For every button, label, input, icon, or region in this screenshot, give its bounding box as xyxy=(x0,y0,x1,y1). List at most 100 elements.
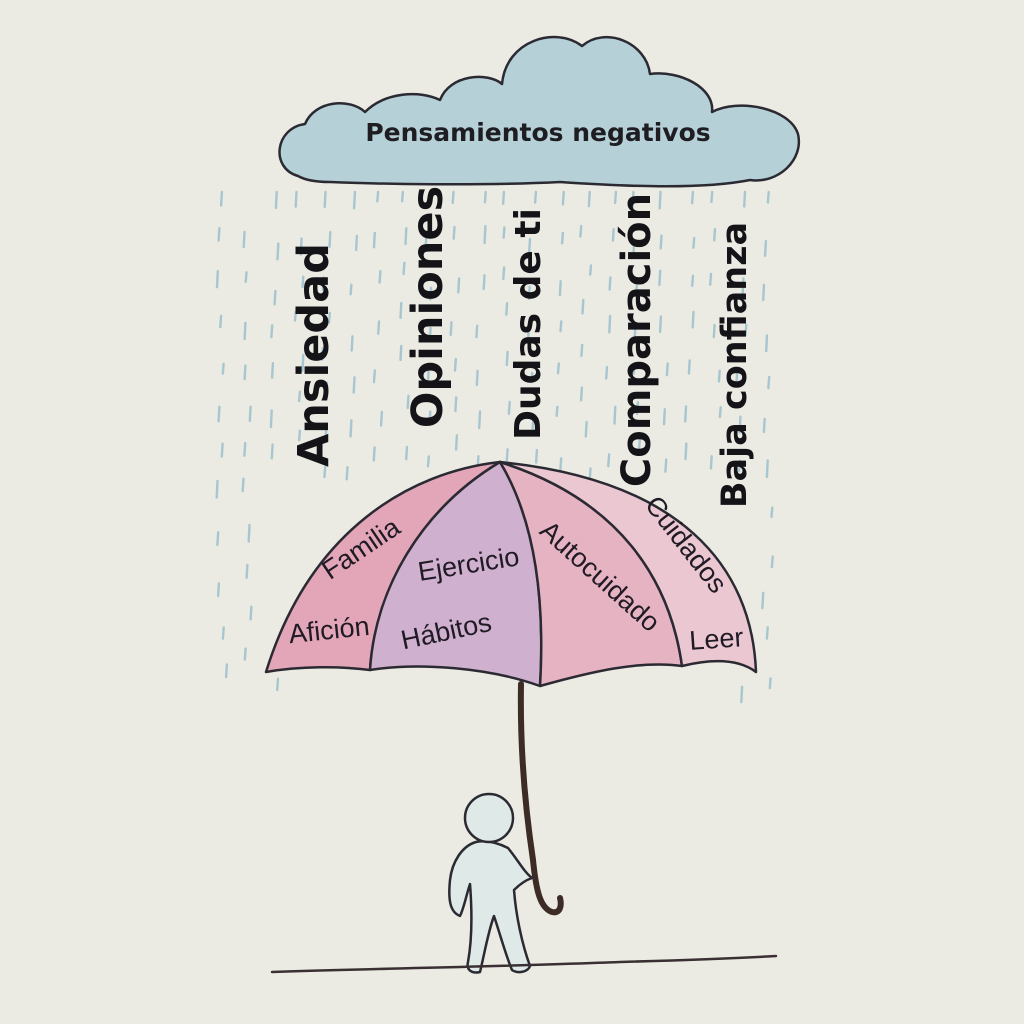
raindrop xyxy=(217,405,221,423)
raindrop xyxy=(770,506,774,519)
raindrop xyxy=(631,190,635,209)
umbrella-panel-right xyxy=(498,460,758,674)
raindrop xyxy=(505,448,509,462)
raindrop xyxy=(245,563,249,579)
raindrop xyxy=(430,190,434,205)
raindrop xyxy=(528,237,532,253)
raindrop xyxy=(507,400,511,415)
raindrop xyxy=(350,335,354,352)
raindrop xyxy=(559,457,563,471)
raindrop xyxy=(478,410,482,430)
raindrop xyxy=(762,417,766,434)
raindrop xyxy=(372,446,376,462)
raindrop xyxy=(632,362,636,375)
raindrop xyxy=(531,414,535,431)
raindrop xyxy=(323,465,327,479)
label-leer: Leer xyxy=(688,622,744,656)
rain-words: Ansiedad Opiniones Dudas de ti Comparaci… xyxy=(289,186,755,508)
raindrop xyxy=(613,405,617,425)
raindrop xyxy=(483,190,487,204)
rain xyxy=(215,190,774,704)
raindrop xyxy=(215,270,220,289)
raindrop xyxy=(248,405,252,423)
raindrop xyxy=(328,230,332,249)
raindrop xyxy=(400,190,405,203)
raindrop xyxy=(713,227,717,242)
raindrop xyxy=(737,459,742,473)
raindrop xyxy=(735,371,739,386)
raindrop xyxy=(589,264,593,276)
raindrop xyxy=(405,445,409,461)
raindrop xyxy=(662,408,666,426)
raindrop xyxy=(352,376,356,394)
raindrop xyxy=(608,276,612,291)
raindrop xyxy=(534,448,539,464)
raindrop xyxy=(744,323,748,337)
raindrop xyxy=(501,190,506,206)
raindrop xyxy=(325,381,329,397)
raindrop xyxy=(452,225,456,240)
raindrop xyxy=(376,190,380,203)
raindrop xyxy=(664,458,668,473)
umbrella: Familia Afición Ejercicio Hábitos Autocu… xyxy=(264,460,758,916)
rain-word-comparacion: Comparación xyxy=(614,193,660,487)
raindrop xyxy=(766,190,770,204)
raindrop xyxy=(349,419,353,438)
raindrop xyxy=(579,224,583,238)
raindrop xyxy=(241,477,245,493)
raindrop xyxy=(399,344,403,362)
raindrop xyxy=(270,362,275,379)
raindrop xyxy=(216,531,220,547)
raindrop xyxy=(765,334,769,353)
raindrop xyxy=(632,242,636,258)
raindrop xyxy=(687,359,691,375)
person-body xyxy=(448,840,534,974)
raindrop xyxy=(613,190,618,205)
raindrop xyxy=(742,226,746,241)
raindrop xyxy=(269,409,273,429)
raindrop xyxy=(274,190,278,210)
raindrop xyxy=(219,190,224,207)
raindrop xyxy=(217,226,221,242)
raindrop xyxy=(294,190,298,208)
raindrop xyxy=(345,466,349,481)
raindrop xyxy=(527,324,531,340)
raindrop xyxy=(584,420,588,438)
raindrop xyxy=(717,369,721,383)
raindrop xyxy=(216,582,221,598)
raindrop xyxy=(293,310,297,322)
person-head xyxy=(463,792,515,844)
raindrop xyxy=(770,555,774,569)
raindrop xyxy=(763,239,768,258)
raindrop xyxy=(297,429,302,442)
raindrop xyxy=(502,226,506,239)
raindrop xyxy=(611,227,615,242)
raindrop xyxy=(710,190,714,204)
raindrop xyxy=(243,441,247,457)
raindrop xyxy=(451,190,455,205)
raindrop xyxy=(454,396,458,413)
rain-word-dudas-de-ti: Dudas de ti xyxy=(508,208,549,440)
raindrop xyxy=(243,364,247,381)
raindrop xyxy=(276,677,280,692)
cloud-shape xyxy=(278,35,801,188)
raindrop xyxy=(690,190,695,205)
raindrop xyxy=(561,190,565,206)
raindrop xyxy=(426,455,430,468)
raindrop xyxy=(765,459,769,479)
raindrop xyxy=(428,326,432,343)
raindrop xyxy=(718,406,722,419)
raindrop xyxy=(378,270,382,284)
raindrop xyxy=(558,280,562,297)
raindrop xyxy=(429,286,433,301)
raindrop xyxy=(426,362,431,381)
raindrop xyxy=(372,369,376,384)
raindrop xyxy=(505,350,509,367)
raindrop xyxy=(556,362,560,375)
raindrop xyxy=(402,261,406,276)
raindrop xyxy=(320,347,325,361)
raindrop xyxy=(712,323,716,339)
raindrop xyxy=(581,298,585,315)
raindrop xyxy=(247,523,251,543)
